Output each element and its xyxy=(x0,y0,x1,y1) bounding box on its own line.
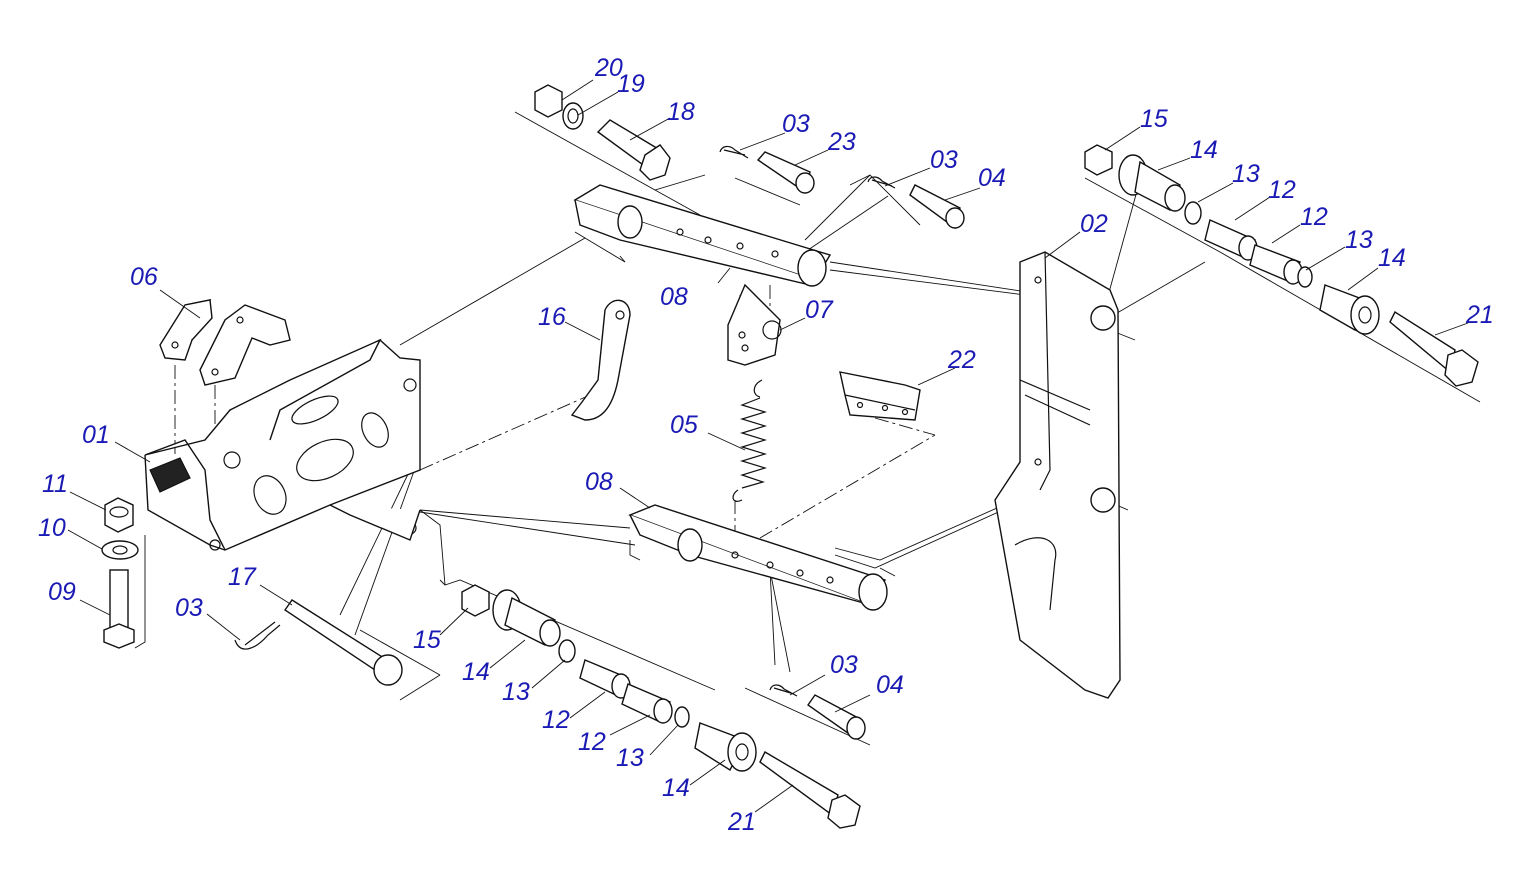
label-05: 05 xyxy=(670,411,698,439)
label-03-lower: 03 xyxy=(830,651,858,679)
part-09-bolt xyxy=(103,569,135,649)
label-12-right-b: 12 xyxy=(1300,203,1328,231)
label-14-right-a: 14 xyxy=(1190,136,1218,164)
part-02-upright xyxy=(994,251,1121,699)
label-15-lower: 15 xyxy=(413,626,441,654)
label-21-right: 21 xyxy=(1465,301,1494,329)
part-12-sleeve-right-a xyxy=(1204,219,1258,261)
part-08-lower-link xyxy=(628,504,888,611)
label-21-lower: 21 xyxy=(727,808,756,836)
label-19: 19 xyxy=(617,70,645,98)
label-23: 23 xyxy=(827,128,856,156)
label-03-top-right: 03 xyxy=(930,146,958,174)
part-14-bushing-right-b xyxy=(1319,284,1380,335)
label-13-right-a: 13 xyxy=(1232,160,1260,188)
part-03-clip-top xyxy=(719,145,749,159)
part-19-washer-top xyxy=(562,102,584,130)
part-labels: 20 19 18 03 23 03 04 15 14 13 12 02 12 1… xyxy=(38,54,1494,836)
label-13-lower-a: 13 xyxy=(502,678,530,706)
label-13-right-b: 13 xyxy=(1345,226,1373,254)
part-14-bushing-lower-b xyxy=(694,722,757,772)
label-08-lower: 08 xyxy=(585,468,613,496)
label-10: 10 xyxy=(38,514,66,542)
part-23-pin xyxy=(756,151,815,194)
part-04-pin-top xyxy=(909,184,965,230)
part-01-bracket xyxy=(144,338,421,551)
label-04-top: 04 xyxy=(978,164,1006,192)
label-02: 02 xyxy=(1080,210,1108,238)
part-13-ring-right-b xyxy=(1297,266,1313,288)
part-13-ring-lower-b xyxy=(674,706,690,728)
part-03-clip-left xyxy=(234,621,281,650)
label-12-right-a: 12 xyxy=(1268,176,1296,204)
label-11: 11 xyxy=(42,470,68,498)
part-12-sleeve-lower-b xyxy=(621,683,673,724)
part-16-hook xyxy=(570,299,631,421)
part-15-nut-lower xyxy=(461,584,490,617)
part-07-lever xyxy=(727,283,782,366)
part-05-spring xyxy=(732,379,768,502)
part-04-pin-lower xyxy=(807,694,866,740)
part-14-bushing-right-a xyxy=(1118,154,1186,212)
part-14-bushing-lower-a xyxy=(492,589,561,647)
part-10-washer xyxy=(101,540,139,560)
label-08-top: 08 xyxy=(660,283,688,311)
part-18-bolt-top xyxy=(596,119,671,181)
part-22-plate xyxy=(839,371,921,421)
part-11-nut xyxy=(104,497,134,533)
label-15-right: 15 xyxy=(1140,105,1168,133)
part-20-nut-top xyxy=(534,84,563,118)
part-13-ring-right-a xyxy=(1184,201,1202,225)
part-06-clamp-plates xyxy=(159,299,291,386)
label-07: 07 xyxy=(805,296,834,324)
label-03-top: 03 xyxy=(782,110,810,138)
part-17-pin xyxy=(284,599,403,686)
label-06: 06 xyxy=(130,263,158,291)
label-14-lower-a: 14 xyxy=(462,658,490,686)
part-15-nut-right xyxy=(1084,144,1113,176)
label-12-lower-b: 12 xyxy=(578,728,606,756)
label-17: 17 xyxy=(228,563,257,591)
part-21-bolt-right xyxy=(1389,310,1479,387)
part-12-sleeve-right-b xyxy=(1249,244,1303,285)
label-03-left: 03 xyxy=(175,594,203,622)
part-03-clip-lower xyxy=(769,684,798,697)
label-16: 16 xyxy=(538,303,566,331)
label-14-right-b: 14 xyxy=(1378,244,1406,272)
label-04-lower: 04 xyxy=(876,671,904,699)
part-08-top-link xyxy=(573,184,832,287)
label-01: 01 xyxy=(82,421,110,449)
part-13-ring-lower-a xyxy=(558,639,576,663)
label-leaders xyxy=(67,79,1469,813)
label-20: 20 xyxy=(594,54,623,82)
label-18: 18 xyxy=(667,98,695,126)
part-21-bolt-lower xyxy=(759,751,861,829)
label-09: 09 xyxy=(48,578,76,606)
label-12-lower-a: 12 xyxy=(542,706,570,734)
label-14-lower-b: 14 xyxy=(662,774,690,802)
centerlines xyxy=(174,285,936,539)
label-22: 22 xyxy=(947,346,976,374)
label-13-lower-b: 13 xyxy=(616,744,644,772)
